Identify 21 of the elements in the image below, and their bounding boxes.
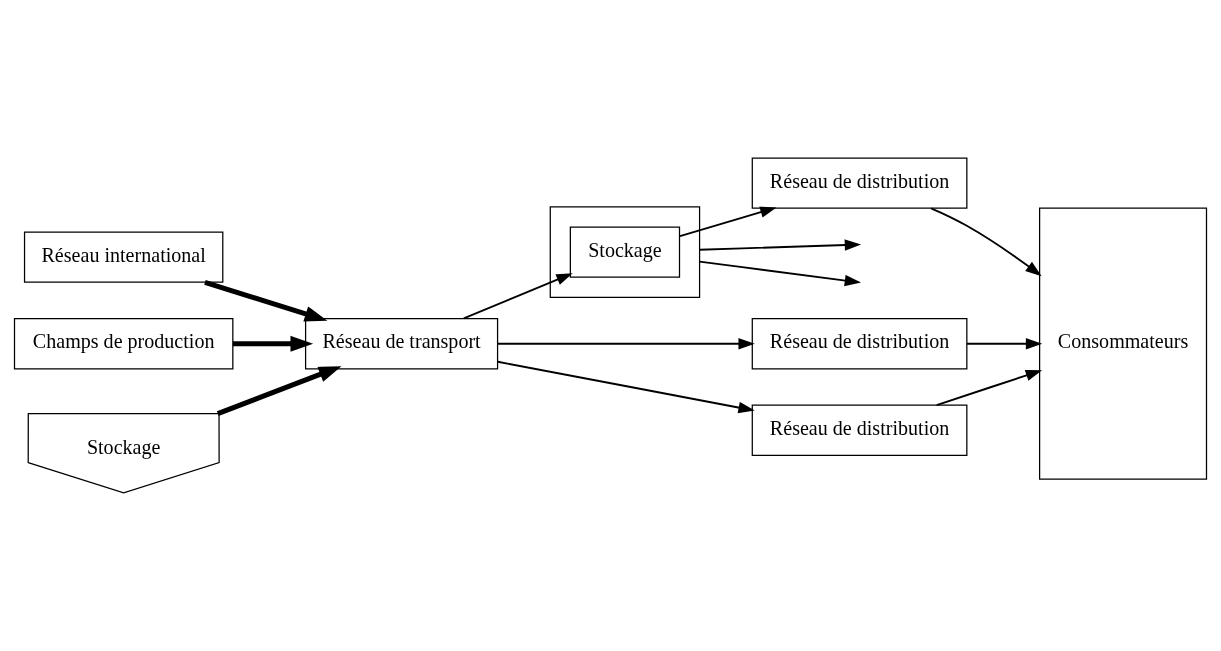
node-box: Réseau de transport xyxy=(304,318,499,370)
arrow xyxy=(966,338,1043,350)
arrow xyxy=(496,360,755,414)
arrow xyxy=(204,279,328,322)
node-box: Consommateurs xyxy=(1039,207,1208,480)
cluster xyxy=(549,206,701,298)
arrow xyxy=(930,207,1042,277)
node-box: Réseau de distribution xyxy=(751,404,968,456)
node-box: Champs de production xyxy=(13,318,234,370)
arrow xyxy=(679,206,777,238)
node-box: Réseau international xyxy=(23,231,224,283)
node-box: Réseau de distribution xyxy=(751,318,968,370)
arrow xyxy=(462,273,573,320)
arrow xyxy=(698,239,862,251)
node-box: Stockage xyxy=(569,226,681,278)
arrow xyxy=(496,338,755,350)
arrow xyxy=(233,335,314,352)
arrow xyxy=(698,260,862,287)
arrow xyxy=(935,369,1043,407)
arrow xyxy=(216,366,342,416)
node-box: Réseau de distribution xyxy=(751,157,968,209)
